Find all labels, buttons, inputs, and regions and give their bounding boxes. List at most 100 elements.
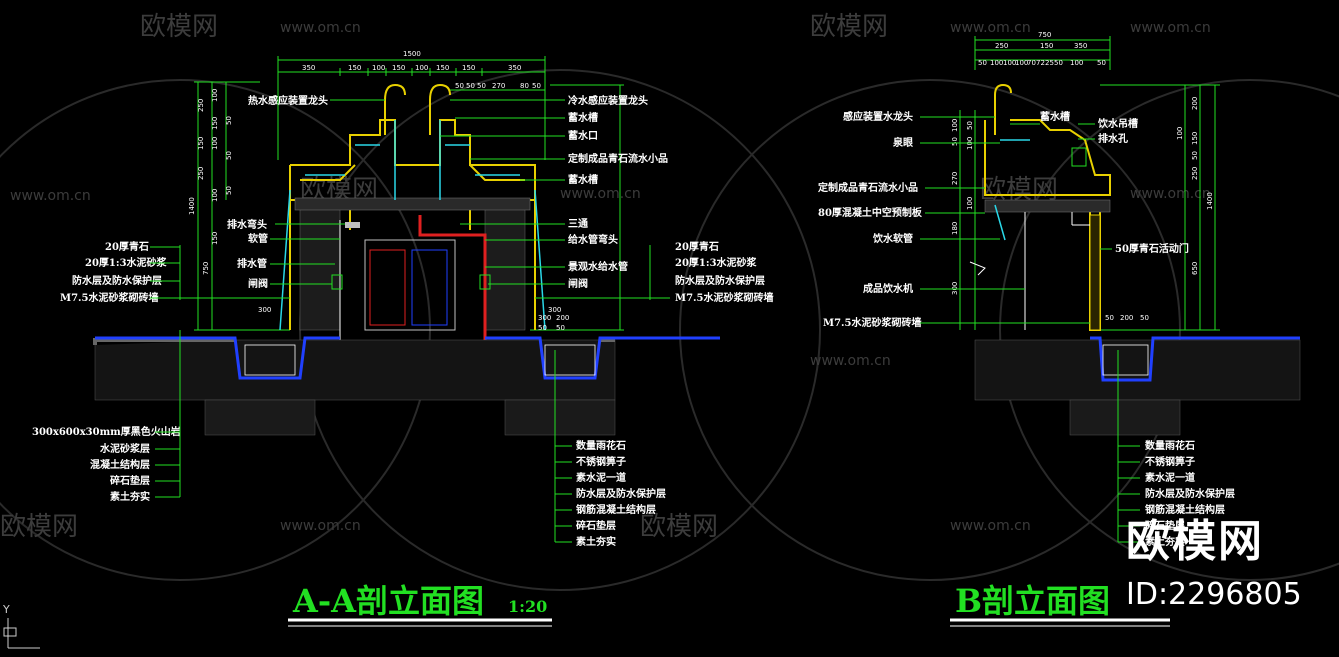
layer-label: 20厚青石 <box>105 240 149 253</box>
dim-label: 300 <box>538 314 551 322</box>
dim-label: 350 <box>508 64 521 72</box>
dim-label: 100 <box>415 64 428 72</box>
watermark-site: www.om.cn <box>10 188 91 204</box>
dim-label: 300 <box>548 306 561 314</box>
base-label: 碎石垫层 <box>576 519 616 532</box>
callout-drinking-trough: 饮水吊槽 <box>1097 117 1138 130</box>
dim-label: 50 <box>477 82 486 90</box>
dim-label: 50 <box>966 121 974 130</box>
dim-label: 50 <box>225 186 233 195</box>
watermark-site: www.om.cn <box>280 20 361 36</box>
callout-tee: 三通 <box>568 218 588 230</box>
base-label: 素土夯实 <box>1145 535 1185 548</box>
callout-faucet: 感应装置水龙头 <box>843 110 913 123</box>
callout-gate-valve: 闸阀 <box>248 277 268 290</box>
base-label: 素水泥一道 <box>576 471 626 484</box>
dim-label: 200 <box>1191 97 1199 110</box>
base-label: 素水泥一道 <box>1145 471 1195 484</box>
base-label: 防水层及防水保护层 <box>576 487 666 500</box>
callout-hose: 软管 <box>248 232 268 245</box>
dim-label: 100 <box>372 64 385 72</box>
dim-label: 50 <box>1191 151 1199 160</box>
dim-label: 180 <box>951 222 959 235</box>
callout-inlet: 蓄水口 <box>568 129 598 142</box>
drawing-b-title: B剖立面图 <box>955 582 1110 620</box>
ucs-y-label: Y <box>2 603 10 616</box>
base-label: 钢筋混凝土结构层 <box>576 503 656 516</box>
dim-label: 650 <box>1191 262 1199 275</box>
base-label: 300x600x30mm厚黑色火山岩 <box>32 425 181 438</box>
watermark-brand: 欧模网 <box>0 512 78 542</box>
callout-cold-faucet: 冷水感应装置龙头 <box>568 94 648 107</box>
dim-label: 50 <box>466 82 475 90</box>
layer-label: 20厚1:3水泥砂浆 <box>675 256 758 269</box>
callout-hose: 饮水软管 <box>872 232 913 245</box>
callout-drain-hole: 排水孔 <box>1098 132 1128 145</box>
base-label: 不锈钢箅子 <box>576 455 626 468</box>
drawing-a-title: A-A剖立面图 <box>292 582 484 620</box>
watermark-site: www.om.cn <box>560 186 641 202</box>
dim-label: 50 <box>532 82 541 90</box>
callout-hot-faucet: 热水感应装置龙头 <box>248 94 328 107</box>
callout-precast-slab: 80厚混凝土中空预制板 <box>818 206 923 219</box>
ucs-axis-icon: Y <box>2 603 40 649</box>
dim-label: 100 <box>951 119 959 132</box>
dim-label: 50 <box>1140 314 1149 322</box>
base-label: 数量雨花石 <box>576 439 626 452</box>
callout-supply-pipe: 景观水给水管 <box>568 260 628 273</box>
watermark-site: www.om.cn <box>280 518 361 534</box>
base-label: 素土夯实 <box>110 490 150 503</box>
dim-label: 150 <box>1040 42 1053 50</box>
layer-label: 防水层及防水保护层 <box>72 274 162 287</box>
dim-label: 150 <box>211 117 219 130</box>
watermark-id: ID:2296805 <box>1126 577 1302 612</box>
dim-label: 100 <box>966 197 974 210</box>
dim-label: 150 <box>211 232 219 245</box>
dim-label: 100 <box>990 59 1003 67</box>
callout-supply-elbow: 给水管弯头 <box>568 233 618 246</box>
dim-label: 250 <box>1191 167 1199 180</box>
dim-label: 250 <box>197 99 205 112</box>
watermark-site: www.om.cn <box>950 518 1031 534</box>
dim-label: 50 <box>538 324 547 332</box>
callout-gate-valve: 闸阀 <box>568 277 588 290</box>
dim-label: 100 <box>1003 59 1016 67</box>
base-label: 混凝土结构层 <box>90 458 150 471</box>
dim-label: 150 <box>197 137 205 150</box>
layer-label: 20厚1:3水泥砂浆 <box>85 256 168 269</box>
watermark-big-brand: 欧模网 <box>1126 516 1264 567</box>
callout-tank: 蓄水槽 <box>568 111 598 124</box>
dim-label: 300 <box>951 282 959 295</box>
dim-label: 350 <box>1074 42 1087 50</box>
watermark-brand: 欧模网 <box>810 12 888 42</box>
callout-tank: 蓄水槽 <box>1040 110 1070 123</box>
dim-label: 150 <box>348 64 361 72</box>
layer-label: M7.5水泥砂浆砌砖墙 <box>675 291 773 304</box>
dim-label: 100 <box>211 89 219 102</box>
dim-label: 100 <box>211 137 219 150</box>
dim-label: 50 <box>951 137 959 146</box>
dim-label: 350 <box>302 64 315 72</box>
dim-label: 750 <box>202 262 210 275</box>
dim-total-width: 1500 <box>403 50 421 58</box>
dim-label: 270 <box>492 82 505 90</box>
dim-label: 50 <box>556 324 565 332</box>
dim-label: 1400 <box>1206 192 1214 210</box>
base-label: 水泥砂浆层 <box>99 442 150 455</box>
callout-stone-door: 50厚青石活动门 <box>1115 242 1189 255</box>
dim-label: 300 <box>258 306 271 314</box>
callout-stone-feature: 定制成品青石流水小品 <box>818 181 918 194</box>
layer-label: M7.5水泥砂浆砌砖墙 <box>60 291 158 304</box>
base-label: 素土夯实 <box>576 535 616 548</box>
dim-label: 100 <box>211 189 219 202</box>
dim-label: 50 <box>455 82 464 90</box>
callout-tank: 蓄水槽 <box>568 173 598 186</box>
watermark-site: www.om.cn <box>810 353 891 369</box>
dim-label: 150 <box>1191 132 1199 145</box>
base-label: 不锈钢箅子 <box>1145 455 1195 468</box>
watermark-brand: 欧模网 <box>140 12 218 42</box>
base-label: 防水层及防水保护层 <box>1145 487 1235 500</box>
dim-label: 200 <box>556 314 569 322</box>
dim-label: 200 <box>1120 314 1133 322</box>
dim-label: 750 <box>1038 31 1051 39</box>
